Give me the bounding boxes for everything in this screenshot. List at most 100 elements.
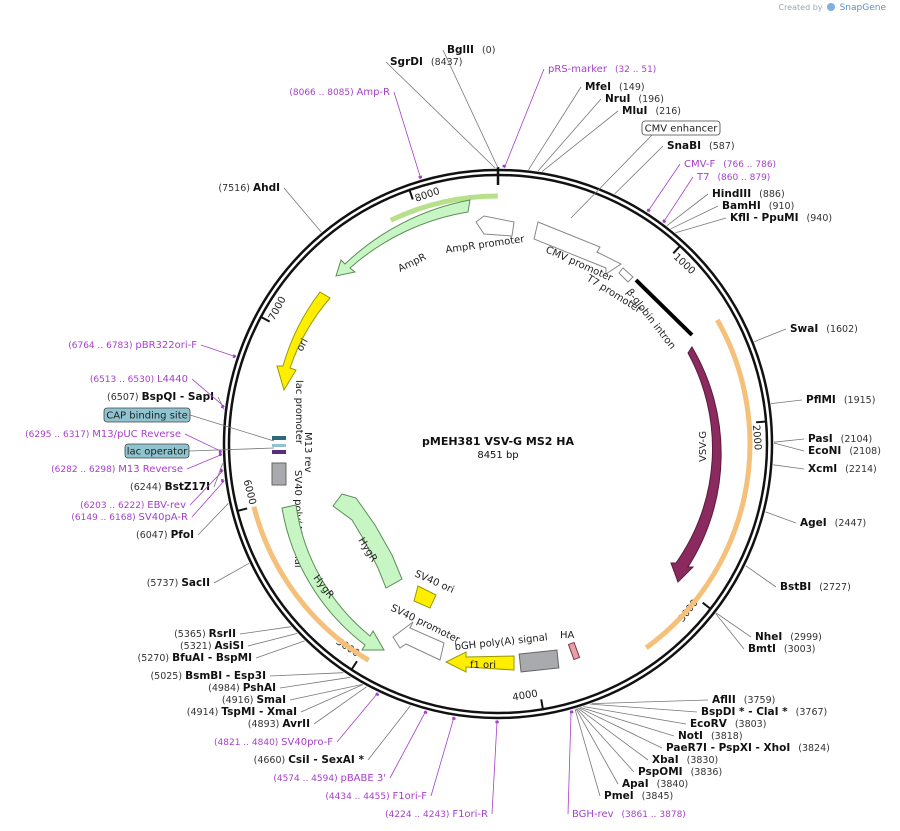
site-bspqi[interactable]: (6507) BspQI - SapI <box>107 391 225 410</box>
site-leader-line <box>575 708 619 785</box>
primer-sv40pa-r[interactable]: (6149 .. 6168) SV40pA-R <box>71 478 225 523</box>
site-leader-line <box>754 328 787 343</box>
site-kfli[interactable]: KflI - PpuMI(940) <box>675 212 832 234</box>
site-apai[interactable]: ApaI(3840) <box>575 708 688 790</box>
snapgene-brand: SnapGene <box>839 3 886 13</box>
primer-amp-r[interactable]: (8066 .. 8085) Amp-R <box>289 87 423 180</box>
primer-range: (6764 .. 6783) <box>68 341 135 351</box>
site-bfuai[interactable]: (5270) BfuAI - BspMI <box>138 640 305 664</box>
site-name: BfuAI - BspMI <box>172 652 252 664</box>
vsvg-feature <box>670 346 722 583</box>
site-pmei[interactable]: PmeI(3845) <box>574 708 673 802</box>
site-sacii[interactable]: (5737) SacII <box>147 562 250 589</box>
site-rsrii[interactable]: (5365) RsrII <box>174 626 292 640</box>
feature-box-cmv-enhancer[interactable]: CMV enhancer <box>570 120 721 219</box>
site-nrui[interactable]: NruI(196) <box>537 93 664 172</box>
site-snabi[interactable]: SnaBI(587) <box>614 140 735 195</box>
site-tspmi[interactable]: (4914) TspMI - XmaI <box>187 684 363 718</box>
primer-leader-line <box>191 480 225 518</box>
site-avrii[interactable]: (4893) AvrII <box>248 686 367 730</box>
site-bstbi[interactable]: BstBI(2727) <box>745 565 851 593</box>
ori-feature <box>276 291 331 392</box>
site-position: (196) <box>638 94 664 105</box>
site-mlui[interactable]: MluI(216) <box>541 105 681 172</box>
plasmid-name: pMEH381 VSV-G MS2 HA <box>422 435 574 448</box>
site-econi[interactable]: EcoNI(2108) <box>773 442 881 457</box>
primer-leader-line <box>647 163 681 213</box>
primer-prs-marker[interactable]: pRS-marker(32 .. 51) <box>502 64 657 169</box>
site-ecorv[interactable]: EcoRV(3803) <box>583 706 766 731</box>
site-leader-line <box>255 640 305 659</box>
primer-label: (6282 .. 6298) M13 Reverse <box>51 464 183 475</box>
site-bspdi[interactable]: BspDI * - ClaI *(3767) <box>590 703 827 718</box>
primer-bgh-rev[interactable]: BGH-rev(3861 .. 3878) <box>567 710 686 820</box>
site-leader-line <box>537 98 602 172</box>
site-smai[interactable]: (4916) SmaI <box>222 684 363 706</box>
primer-mark <box>423 710 428 715</box>
primer-l4440[interactable]: (6513 .. 6530) L4440 <box>90 374 225 409</box>
site-bglii[interactable]: BglII(0) <box>442 44 499 169</box>
site-bsmbi[interactable]: (5025) BsmBI - Esp3I <box>150 670 344 682</box>
site-ahdi[interactable]: (7516) AhdI <box>218 182 322 233</box>
site-bamhi[interactable]: BamHI(910) <box>670 200 794 230</box>
site-name: XbaI <box>652 754 679 766</box>
site-noti[interactable]: NotI(3818) <box>580 707 743 742</box>
primer-pbr322ori-f[interactable]: (6764 .. 6783) pBR322ori-F <box>68 340 237 359</box>
site-pshai[interactable]: (4984) PshAI <box>208 676 351 694</box>
site-swai[interactable]: SwaI(1602) <box>754 323 858 343</box>
site-pfoi[interactable]: (6047) PfoI <box>136 503 229 541</box>
site-paer7i[interactable]: PaeR7I - PspXI - XhoI(3824) <box>579 707 830 754</box>
primer-t7[interactable]: T7(860 .. 879) <box>662 172 770 224</box>
site-bmti[interactable]: BmtI(3003) <box>715 613 816 655</box>
site-asisi[interactable]: (5321) AsiSI <box>180 633 298 652</box>
site-agei[interactable]: AgeI(2447) <box>765 511 867 529</box>
site-nhei[interactable]: NheI(2999) <box>715 612 822 643</box>
primer-m13-reverse[interactable]: (6282 .. 6298) M13 Reverse <box>51 452 223 475</box>
primer-cmv-f[interactable]: CMV-F(766 .. 786) <box>646 159 776 213</box>
site-aflii[interactable]: AflII(3759) <box>591 694 776 706</box>
site-sgrdi[interactable]: SgrDI(8437) <box>385 56 496 169</box>
site-leader-line <box>745 565 777 588</box>
site-csii[interactable]: (4660) CsiI - SexAI * <box>254 705 411 766</box>
primer-label: (6295 .. 6317) M13/pUC Reverse <box>25 429 181 440</box>
primer-label: CMV-F(766 .. 786) <box>684 159 776 170</box>
site-position: (8437) <box>431 57 463 68</box>
feature-box-lac-operator[interactable]: lac operator <box>124 443 275 459</box>
site-xbai[interactable]: XbaI(3830) <box>577 707 718 766</box>
site-name: NheI <box>755 631 782 643</box>
site-leader-line <box>765 511 797 524</box>
site-pspomi[interactable]: PspOMI(3836) <box>576 708 722 779</box>
site-hindiii[interactable]: HindIII(886) <box>666 188 785 227</box>
primer-sv40pro-f[interactable]: (4821 .. 4840) SV40pro-F <box>214 692 380 748</box>
primer-range: (6203 .. 6222) <box>80 501 147 511</box>
site-name: AflII <box>712 694 736 706</box>
site-label: (4914) TspMI - XmaI <box>187 706 297 718</box>
site-label: (5321) AsiSI <box>180 640 244 652</box>
sv40-promoter-feature <box>392 621 445 661</box>
primer-ebv-rev[interactable]: (6203 .. 6222) EBV-rev <box>80 468 224 511</box>
site-label: BspDI * - ClaI *(3767) <box>701 706 827 718</box>
site-pflmi[interactable]: PflMI(1915) <box>770 394 875 406</box>
site-mfei[interactable]: MfeI(149) <box>528 81 645 170</box>
site-pasi[interactable]: PasI(2104) <box>773 433 872 445</box>
site-leader-line <box>773 438 805 443</box>
primer-m13-puc-reverse[interactable]: (6295 .. 6317) M13/pUC Reverse <box>25 429 223 454</box>
primer-label: T7(860 .. 879) <box>696 172 770 183</box>
snapgene-logo-icon <box>827 3 836 11</box>
restriction-sites: BglII(0)SgrDI(8437) MfeI(149)NruI(196)Mlu… <box>107 44 881 802</box>
primer-f1ori-r[interactable]: (4224 .. 4243) F1ori-R <box>385 719 499 820</box>
site-label: PasI(2104) <box>808 433 872 445</box>
primer-leader-line <box>200 344 237 358</box>
hygr-orf-track <box>251 506 370 663</box>
site-label: (4660) CsiI - SexAI * <box>254 754 365 766</box>
feature-box-cap-binding-site[interactable]: CAP binding site <box>103 407 275 442</box>
site-name: ApaI <box>622 778 649 790</box>
primer-pbabe-3-[interactable]: (4574 .. 4594) pBABE 3' <box>273 710 428 785</box>
site-name: AsiSI <box>215 640 244 652</box>
primer-f1ori-f[interactable]: (4434 .. 4455) F1ori-F <box>325 716 456 803</box>
site-label: (5365) RsrII <box>174 628 236 640</box>
tick-mark <box>540 699 544 710</box>
site-label: HindIII(886) <box>712 188 785 200</box>
primer-leader-line <box>389 710 427 779</box>
site-xcmi[interactable]: XcmI(2214) <box>773 463 877 475</box>
